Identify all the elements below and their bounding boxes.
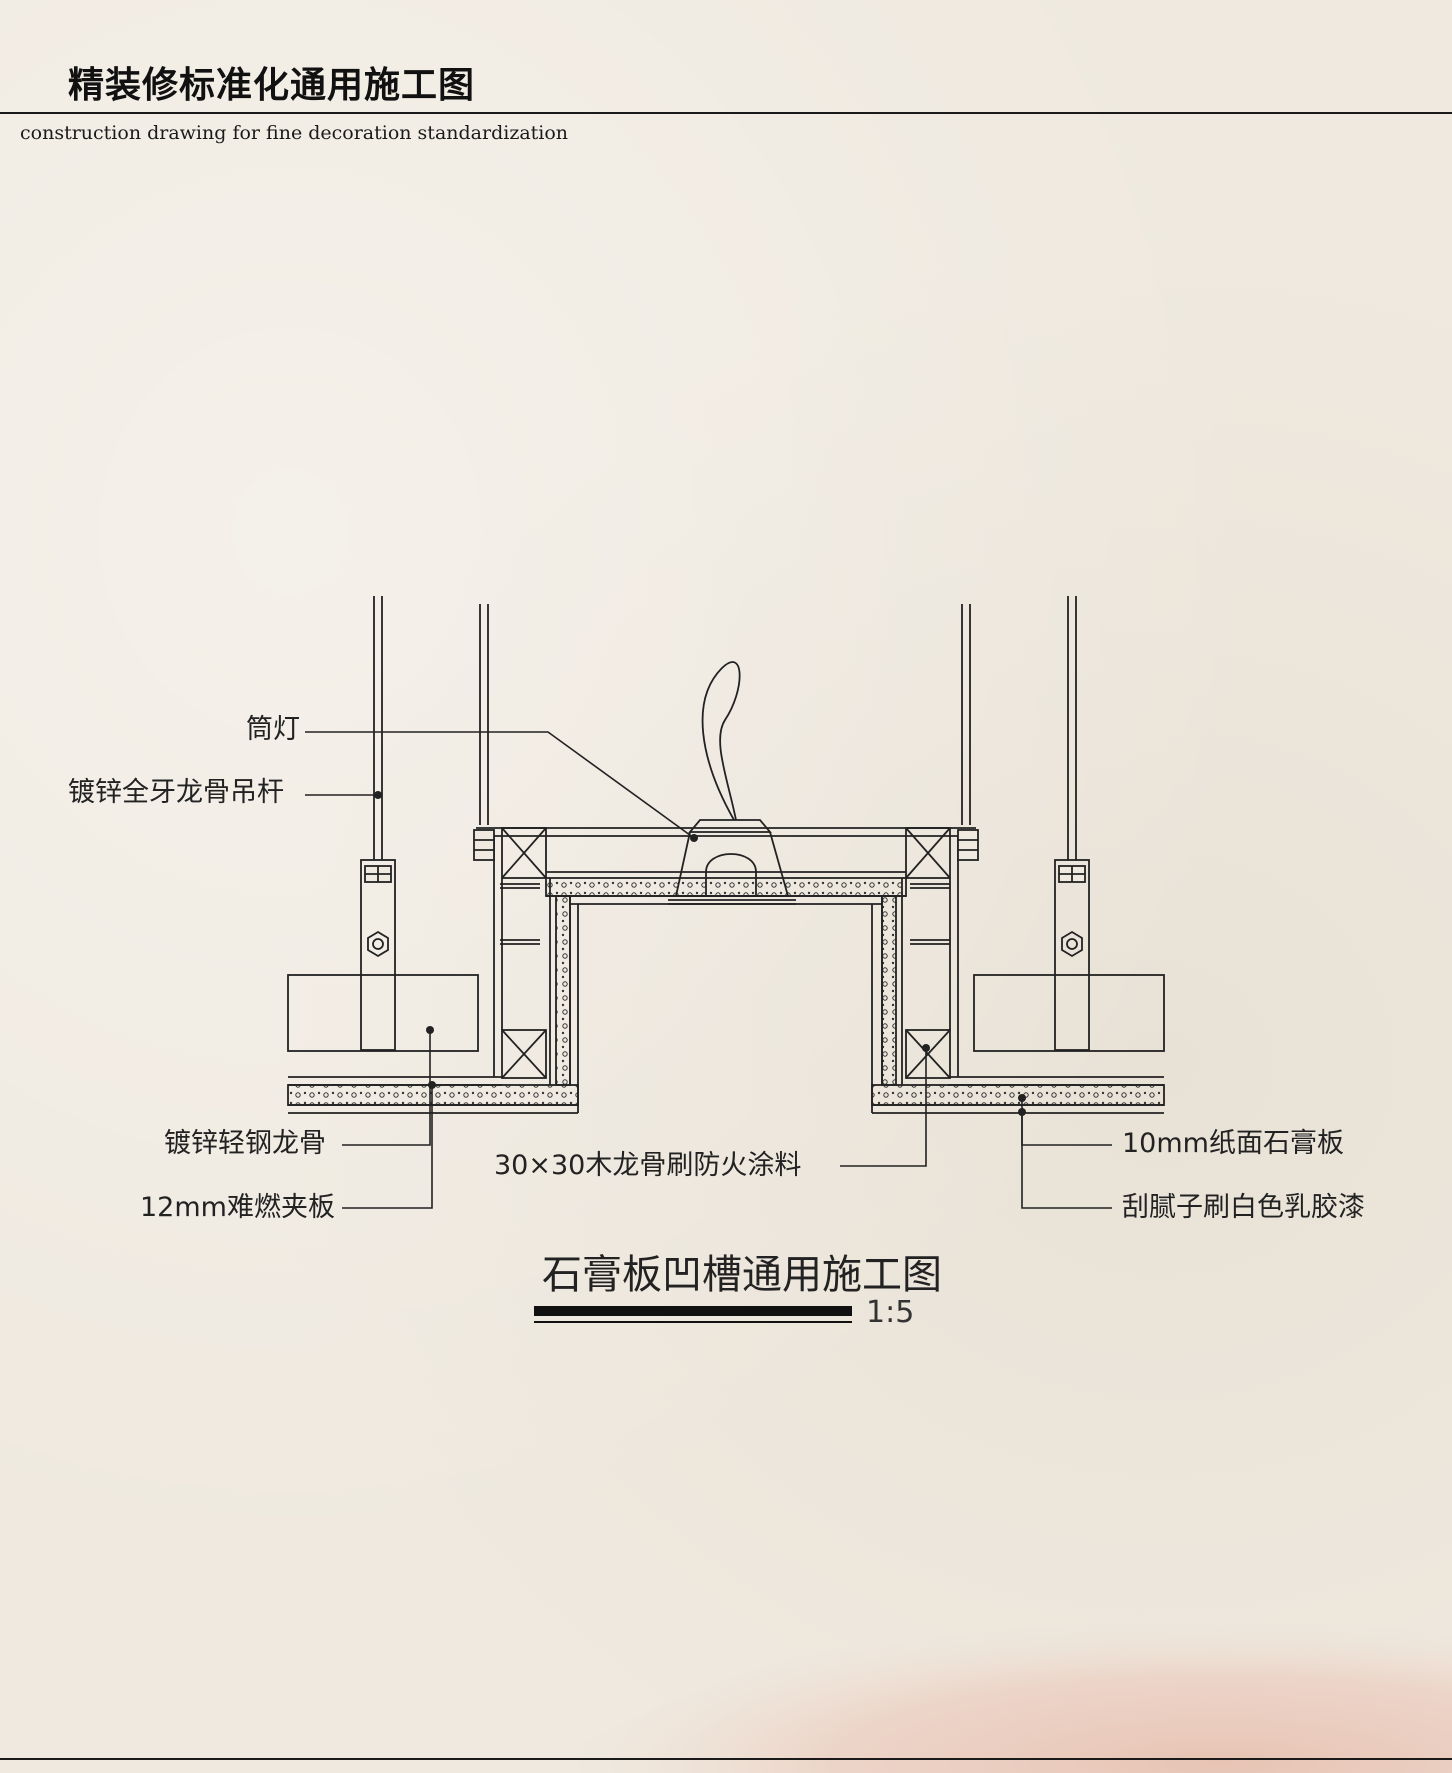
title-underline-thick [534, 1306, 852, 1316]
drawing-scale: 1:5 [866, 1295, 914, 1330]
right-ceiling-layers [871, 1076, 1165, 1114]
drawing-linework [287, 596, 1165, 1114]
downlight-fixture [668, 661, 796, 905]
label-threaded-rod: 镀锌全牙龙骨吊杆 [68, 777, 284, 808]
page-title: 精装修标准化通用施工图 [68, 65, 476, 106]
groove-u-profile [545, 871, 907, 1113]
hanger-rods [373, 596, 1077, 860]
label-steel-keel: 镀锌轻钢龙骨 [164, 1128, 326, 1159]
right-steel-keel [973, 974, 1165, 1052]
left-hanger-clip [360, 859, 396, 1051]
label-putty-paint: 刮腻子刷白色乳胶漆 [1122, 1192, 1365, 1223]
label-downlight: 筒灯 [246, 714, 300, 745]
leader-lines [305, 731, 1112, 1209]
label-gypsum-board: 10mm纸面石膏板 [1122, 1128, 1344, 1159]
label-plywood: 12mm难燃夹板 [140, 1192, 335, 1223]
header-rule [0, 112, 1452, 114]
footer-rule [0, 1758, 1452, 1760]
left-wood-keel [493, 827, 547, 1079]
leader-dots [374, 791, 1026, 1116]
label-wood-keel: 30×30木龙骨刷防火涂料 [494, 1150, 801, 1181]
left-steel-keel [287, 974, 479, 1052]
drawing-title: 石膏板凹槽通用施工图 [542, 1252, 942, 1298]
right-wood-keel [905, 827, 959, 1079]
screws [500, 883, 950, 945]
page-subtitle: construction drawing for fine decoration… [20, 122, 569, 144]
right-hanger-clip [1054, 859, 1090, 1051]
